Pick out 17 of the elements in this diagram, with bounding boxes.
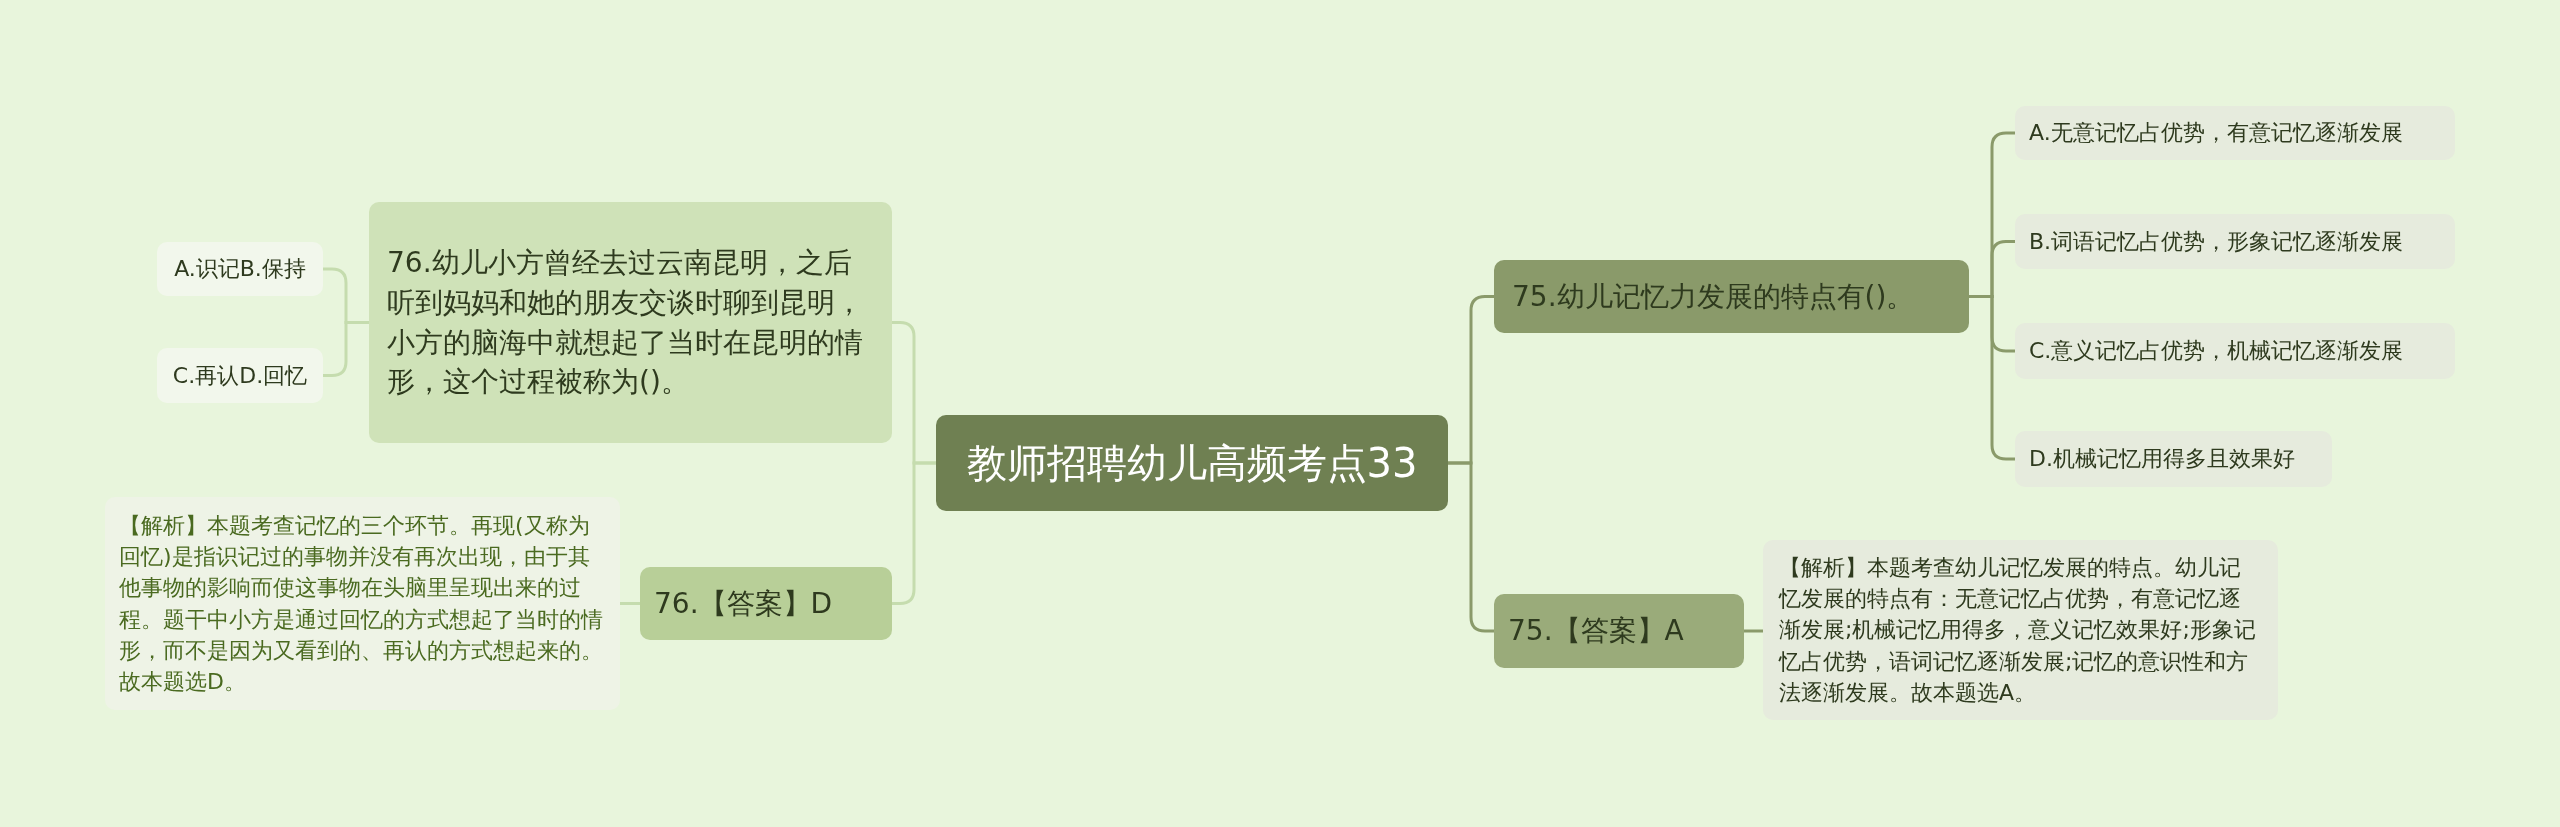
question-box: 75.幼儿记忆力发展的特点有()。 — [1494, 260, 1969, 333]
option-box: A.识记B.保持 — [157, 242, 323, 296]
connector-line — [892, 461, 936, 605]
central-topic: 教师招聘幼儿高频考点33 — [936, 415, 1448, 511]
analysis-box: 【解析】本题考查幼儿记忆发展的特点。幼儿记忆发展的特点有：无意记忆占优势，有意记忆逐渐发展;机械记忆用得多，意义记忆效果好;形象记忆占优势，语词记忆逐渐发展;记忆的意识性和方法逐渐发展。故本题选A。 — [1763, 540, 2278, 720]
option-box: B.词语记忆占优势，形象记忆逐渐发展 — [2015, 214, 2455, 269]
option-box: C.意义记忆占优势，机械记忆逐渐发展 — [2015, 323, 2455, 379]
option-box: D.机械记忆用得多且效果好 — [2015, 431, 2332, 487]
question-box: 76.幼儿小方曾经去过云南昆明，之后听到妈妈和她的朋友交谈时聊到昆明，小方的脑海中就想起了当时在昆明的情形，这个过程被称为()。 — [369, 202, 892, 443]
answer-box: 76.【答案】D — [640, 567, 892, 640]
option-box: C.再认D.回忆 — [157, 348, 323, 403]
connector-line — [1744, 629, 1763, 633]
option-box: A.无意记忆占优势，有意记忆逐渐发展 — [2015, 106, 2455, 160]
connector-line — [620, 602, 640, 605]
analysis-box: 【解析】本题考查记忆的三个环节。再现(又称为回忆)是指识记过的事物并没有再次出现，由于其他事物的影响而使这事物在头脑里呈现出来的过程。题干中小方是通过回忆的方式想起了当时的情形，而不是因为又看到的、再认的方式想起来的。故本题选D。 — [105, 497, 620, 710]
answer-box: 75.【答案】A — [1494, 594, 1744, 668]
connector-line — [1448, 461, 1494, 633]
